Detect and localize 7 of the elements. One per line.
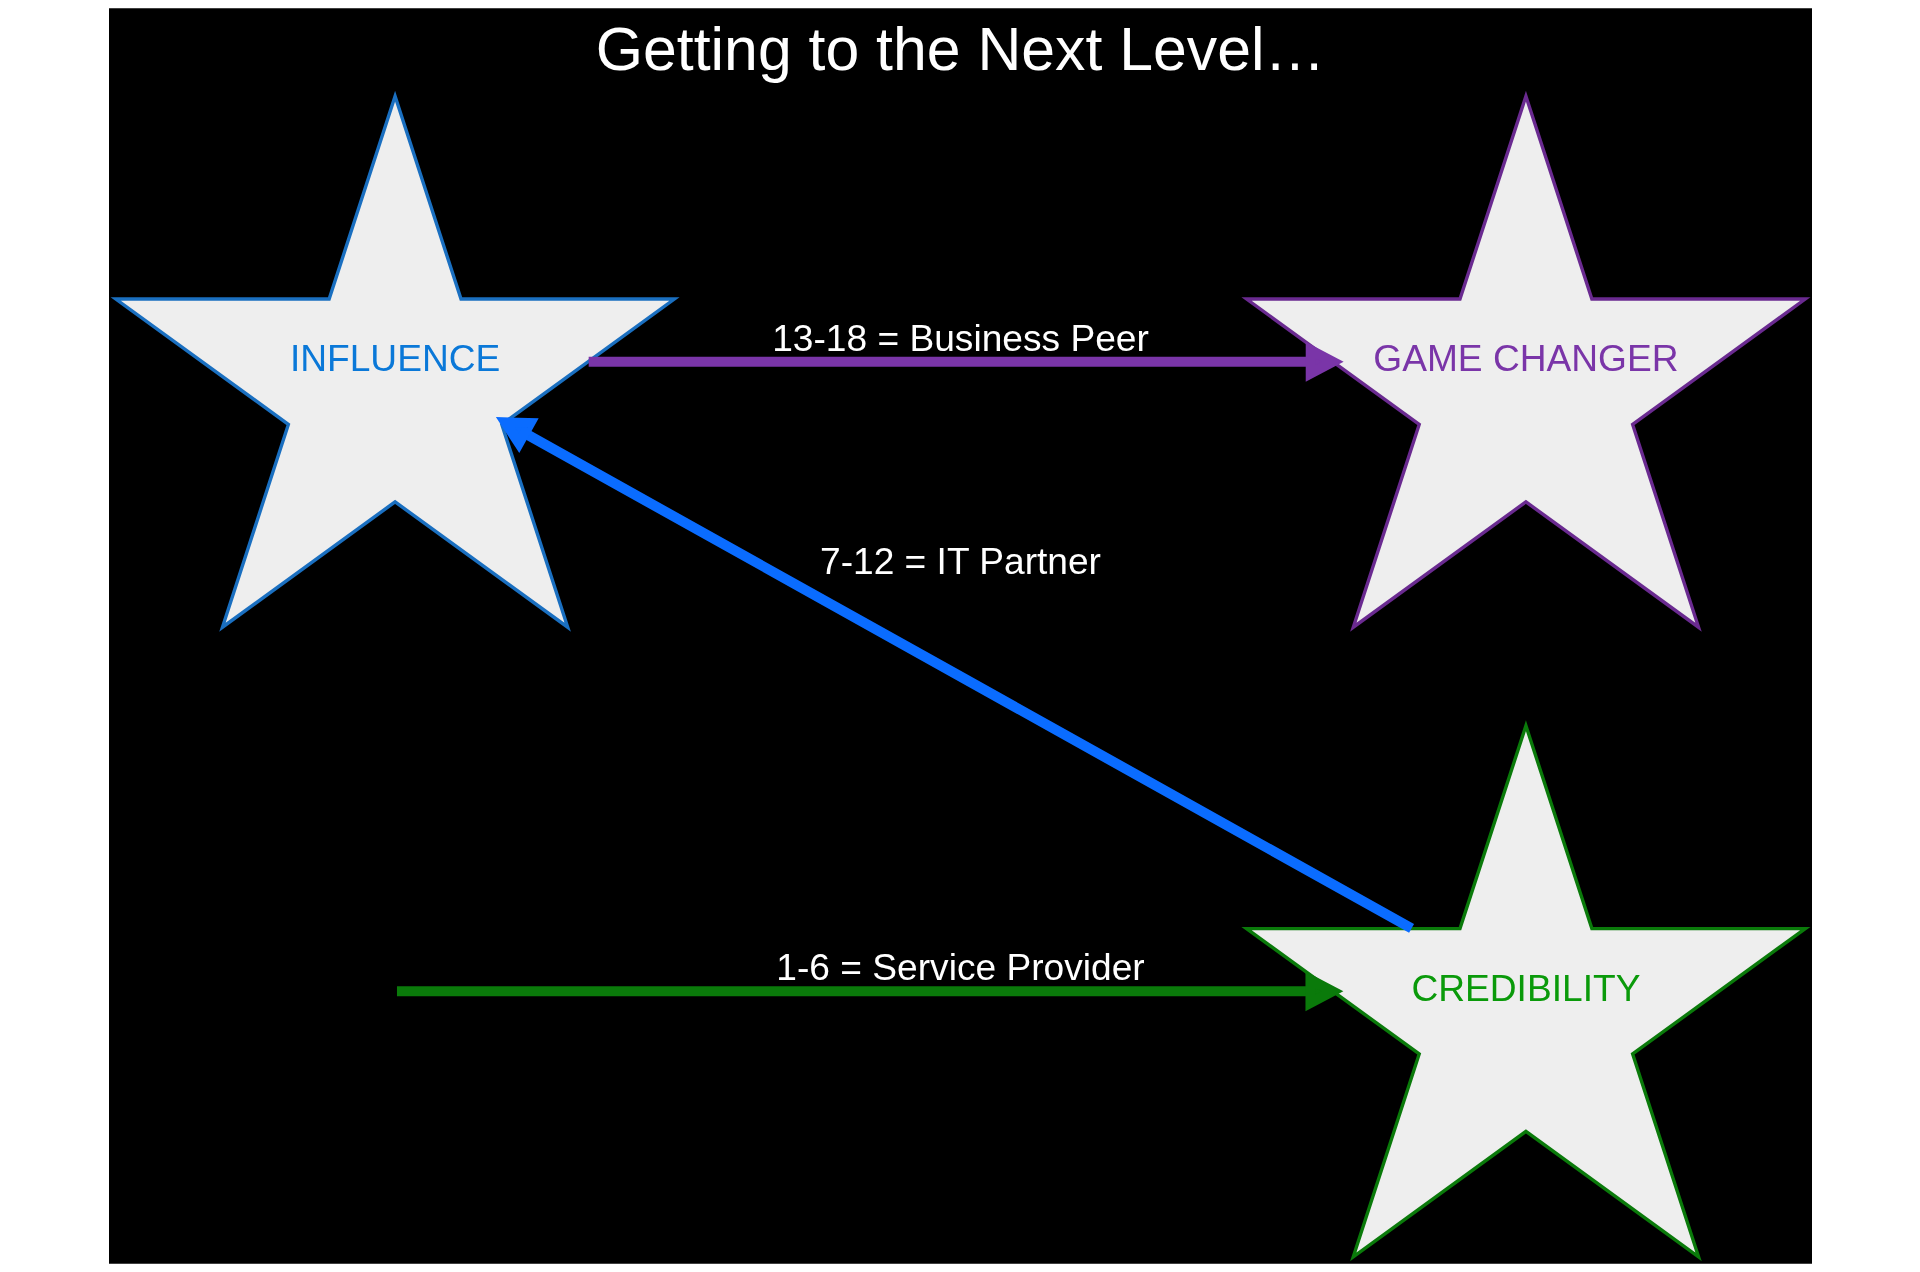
arrow — [495, 417, 1414, 933]
arrow — [588, 341, 1344, 382]
edge-label: 1-6 = Service Provider — [775, 946, 1145, 989]
diagram-title: Getting to the Next Level… — [595, 15, 1325, 84]
arrow — [396, 971, 1343, 1012]
edge-label: 13-18 = Business Peer — [771, 316, 1149, 359]
edge-label: 7-12 = IT Partner — [819, 539, 1101, 582]
